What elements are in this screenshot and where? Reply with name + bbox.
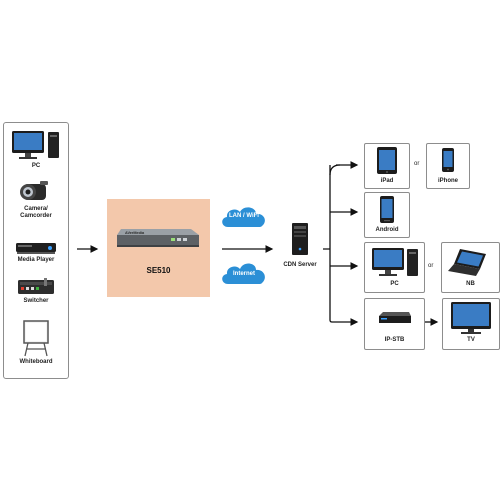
or-separator: or <box>414 161 420 167</box>
source-media-player-label: Media Player <box>17 257 55 263</box>
desktop-pc-icon <box>12 131 59 159</box>
device-ip-stb: IP-STB <box>364 298 425 350</box>
device-tv: TV <box>442 298 500 350</box>
device-pc: PC <box>364 242 425 293</box>
device-nb: NB <box>441 242 500 293</box>
encoder-brand-text: AVerMedia <box>125 231 145 235</box>
cdn-server-label: CDN Server <box>283 262 317 268</box>
cloud-lan-wifi: LAN / WiFi <box>219 203 269 231</box>
source-switcher: Switcher <box>4 274 68 305</box>
source-media-player: Media Player <box>4 239 68 264</box>
media-player-icon <box>16 243 56 254</box>
phone-icon <box>442 148 454 172</box>
laptop-icon <box>448 249 486 276</box>
camcorder-icon <box>20 181 48 200</box>
device-nb-label: NB <box>466 281 475 287</box>
set-top-box-icon <box>379 312 411 323</box>
cloud-icon <box>222 263 265 284</box>
source-camera: Camera/ Camcorder <box>4 178 68 220</box>
encoder-label: SE510 <box>146 266 171 275</box>
desktop-pc-icon <box>372 248 418 276</box>
cloud-icon <box>222 207 265 227</box>
server-tower-icon <box>292 223 308 255</box>
tv-icon <box>451 302 491 334</box>
whiteboard-icon <box>23 320 49 357</box>
device-android: Android <box>364 192 410 238</box>
device-ipad: iPad <box>364 143 410 189</box>
device-iphone: iPhone <box>426 143 470 189</box>
or-separator: or <box>428 263 434 269</box>
source-whiteboard: Whiteboard <box>4 319 68 366</box>
device-iphone-label: iPhone <box>437 178 458 184</box>
device-ipad-label: iPad <box>380 178 394 184</box>
sources-panel: PC Camera/ Camcorder Media Player <box>3 122 69 379</box>
device-android-label: Android <box>375 227 399 233</box>
cloud-lan-label: LAN / WiFi <box>229 213 259 219</box>
fan-out-curve-top <box>329 164 341 176</box>
device-tv-label: TV <box>467 337 475 343</box>
cdn-server: CDN Server <box>277 221 323 269</box>
encoder-device-icon: AVerMedia <box>117 229 199 247</box>
encoder-box: AVerMedia SE510 <box>107 199 210 297</box>
tablet-icon <box>377 147 397 174</box>
switcher-icon <box>18 278 54 294</box>
cloud-internet: Internet <box>219 258 269 288</box>
device-ip-stb-label: IP-STB <box>384 337 405 343</box>
phone-icon <box>380 196 394 223</box>
source-camera-label: Camera/ Camcorder <box>20 206 52 219</box>
source-pc-label: PC <box>31 163 41 169</box>
device-pc-label: PC <box>390 281 399 287</box>
source-pc: PC <box>4 129 68 170</box>
fan-out-trunk <box>323 165 333 323</box>
source-switcher-label: Switcher <box>23 298 49 304</box>
cloud-internet-label: Internet <box>232 271 255 277</box>
source-whiteboard-label: Whiteboard <box>19 359 53 365</box>
